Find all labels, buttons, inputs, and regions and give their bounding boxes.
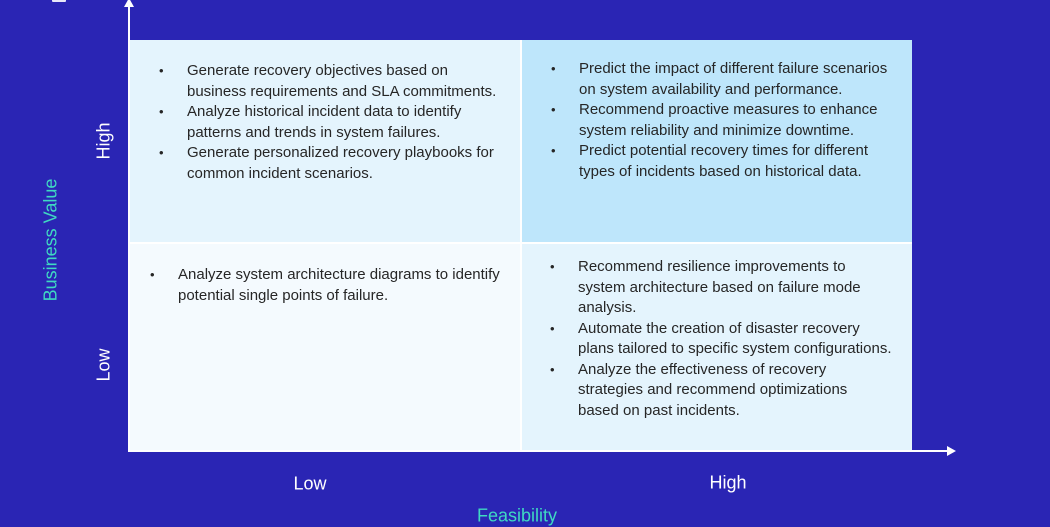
list-item: •Analyze system architecture diagrams to… xyxy=(150,266,500,304)
list-item: •Analyze the effectiveness of recovery s… xyxy=(550,360,848,419)
y-axis-title: Business Value xyxy=(40,178,61,302)
x-axis-arrow-icon xyxy=(947,446,956,456)
quadrant-high-value-high-feasibility: •Predict the impact of different failure… xyxy=(522,40,912,242)
y-axis-high-label: High xyxy=(93,122,114,160)
list-item: •Generate personalized recovery playbook… xyxy=(159,144,494,182)
x-axis-line xyxy=(128,450,948,452)
list-item: •Recommend resilience improvements to sy… xyxy=(550,258,861,316)
bullet-icon: • xyxy=(159,104,164,119)
y-axis-arrow-icon xyxy=(124,0,134,7)
bullet-list: •Analyze system architecture diagrams to… xyxy=(150,265,500,306)
bullet-icon: • xyxy=(150,267,155,282)
list-item: •Predict potential recovery times for di… xyxy=(551,142,869,180)
bullet-icon: • xyxy=(159,63,164,78)
quadrant-low-value-low-feasibility: •Analyze system architecture diagrams to… xyxy=(130,244,520,450)
quadrant-low-value-high-feasibility: •Recommend resilience improvements to sy… xyxy=(522,244,912,450)
bullet-list: •Predict the impact of different failure… xyxy=(551,59,892,182)
list-item: •Automate the creation of disaster recov… xyxy=(550,319,892,358)
list-item: •Generate recovery objectives based on b… xyxy=(159,62,497,100)
y-axis-line xyxy=(128,4,130,452)
list-item: •Analyze historical incident data to ide… xyxy=(159,103,462,141)
x-axis-title: Feasibility xyxy=(476,505,558,526)
bullet-icon: • xyxy=(550,320,555,336)
clipped-title-fragment xyxy=(52,0,66,2)
bullet-icon: • xyxy=(550,361,555,377)
x-axis-high-label: High xyxy=(709,472,747,493)
list-item: •Predict the impact of different failure… xyxy=(551,60,888,98)
bullet-list: •Generate recovery objectives based on b… xyxy=(159,61,500,184)
bullet-icon: • xyxy=(551,61,556,76)
bullet-icon: • xyxy=(551,143,556,158)
bullet-icon: • xyxy=(551,102,556,117)
bullet-list: •Recommend resilience improvements to sy… xyxy=(550,257,892,421)
quadrant-high-value-low-feasibility: •Generate recovery objectives based on b… xyxy=(130,40,520,242)
matrix-grid: •Generate recovery objectives based on b… xyxy=(130,40,912,450)
bullet-icon: • xyxy=(159,145,164,160)
bullet-icon: • xyxy=(550,259,555,274)
list-item: •Recommend proactive measures to enhance… xyxy=(551,101,878,139)
y-axis-low-label: Low xyxy=(93,348,114,382)
x-axis-low-label: Low xyxy=(293,473,327,494)
